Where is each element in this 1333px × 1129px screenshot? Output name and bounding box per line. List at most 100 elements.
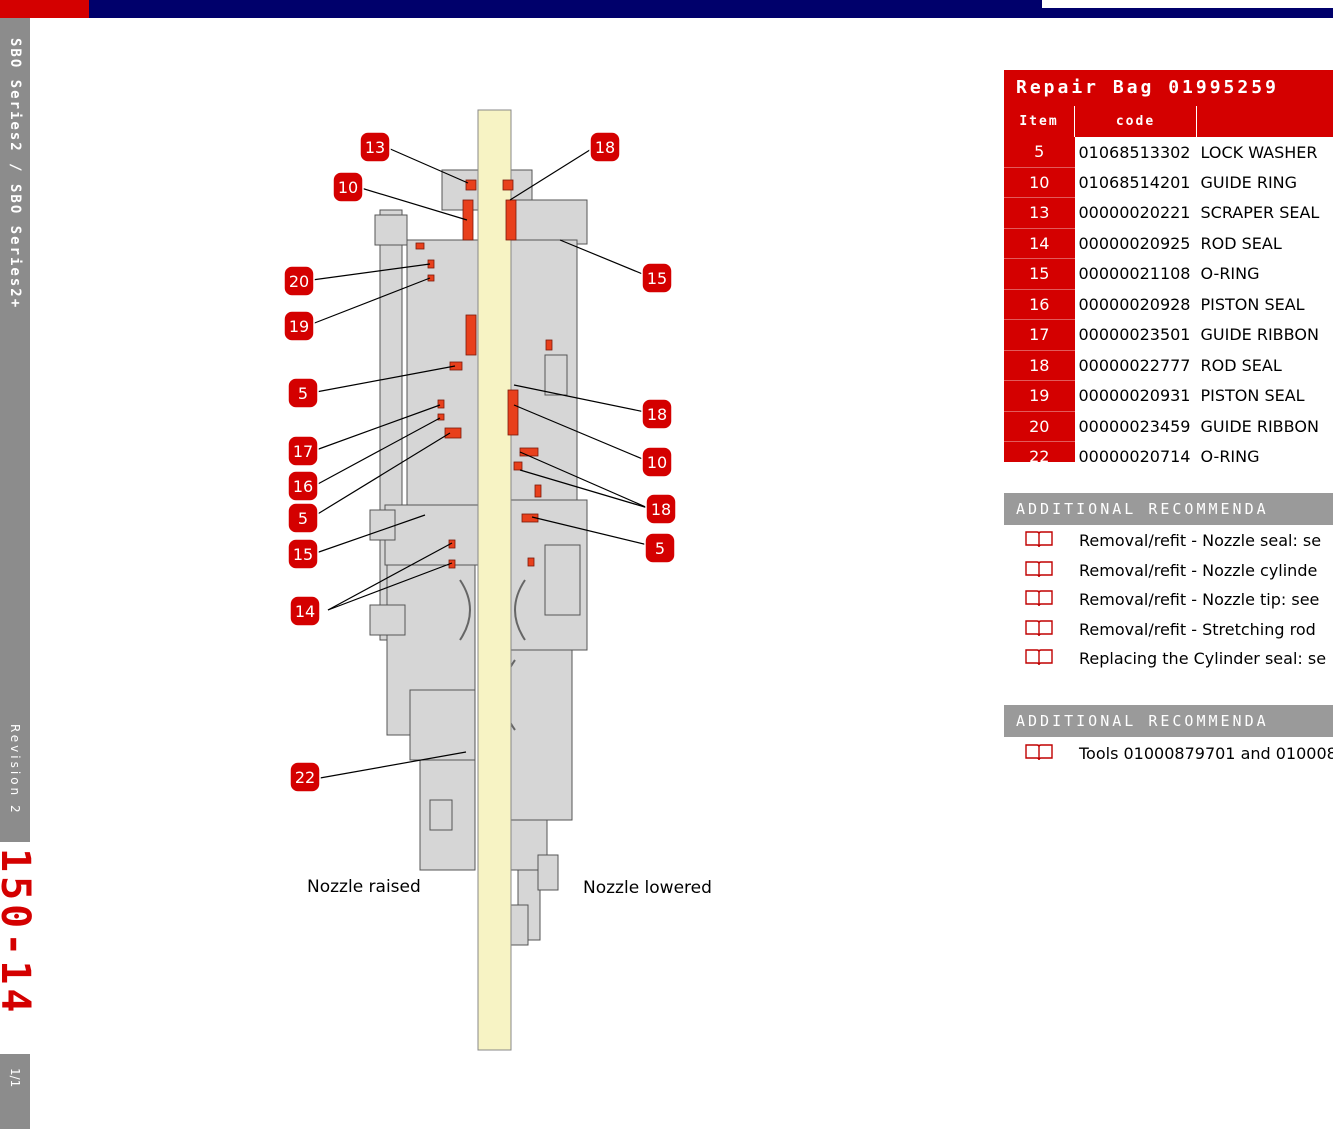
svg-text:5: 5 — [655, 539, 665, 558]
row-desc: PISTON SEAL — [1200, 386, 1305, 406]
callout-18: 18 — [589, 131, 621, 163]
row-desc: GUIDE RIBBON — [1200, 325, 1319, 345]
row-desc: ROD SEAL — [1200, 355, 1282, 375]
series-label: SBO Series2 / SBO Series2+ — [7, 38, 23, 310]
recommendation-text: Removal/refit - Nozzle tip: see — [1079, 590, 1320, 609]
col-description: De — [1196, 106, 1333, 137]
callout-5: 5 — [287, 502, 319, 534]
svg-text:18: 18 — [647, 405, 667, 424]
callout-19: 19 — [283, 310, 315, 342]
row-item: 18 — [1004, 350, 1075, 381]
row-code: 01068514201 — [1078, 172, 1191, 192]
row-item: 15 — [1004, 258, 1075, 290]
svg-text:18: 18 — [651, 500, 671, 519]
row-desc: GUIDE RING — [1200, 172, 1298, 192]
svg-text:19: 19 — [289, 317, 309, 336]
row-desc: SCRAPER SEAL — [1200, 203, 1320, 223]
row-item: 16 — [1004, 289, 1075, 320]
callout-10: 10 — [641, 446, 673, 478]
callout-13: 13 — [359, 131, 391, 163]
recommendation-link[interactable]: Removal/refit - Stretching rod — [1004, 616, 1333, 646]
top-bar-white-block — [1042, 0, 1333, 8]
recommendation-link[interactable]: Tools 01000879701 and 010008 — [1004, 740, 1333, 770]
row-desc: ROD SEAL — [1200, 233, 1282, 253]
row-item: 10 — [1004, 167, 1075, 198]
row-code: 01068513302 — [1078, 142, 1191, 162]
recommendation-link[interactable]: Removal/refit - Nozzle tip: see — [1004, 586, 1333, 616]
callout-5: 5 — [644, 532, 676, 564]
callout-16: 16 — [287, 470, 319, 502]
label-nozzle-raised: Nozzle raised — [307, 877, 421, 897]
repair-bag-title: Repair Bag 01995259 — [1004, 70, 1333, 106]
row-code: 00000020925 — [1078, 233, 1191, 253]
callout-15: 15 — [641, 262, 673, 294]
svg-text:20: 20 — [289, 272, 309, 291]
col-item: Item — [1004, 106, 1075, 137]
svg-text:18: 18 — [595, 138, 615, 157]
stretching-rod — [477, 109, 512, 1051]
callout-15: 15 — [287, 538, 319, 570]
manual-book-icon — [1025, 649, 1053, 666]
svg-text:17: 17 — [293, 442, 313, 461]
recommendation-link[interactable]: Replacing the Cylinder seal: se — [1004, 645, 1333, 675]
svg-text:10: 10 — [647, 453, 667, 472]
row-code: 00000023501 — [1078, 325, 1191, 345]
recommendation-text: Removal/refit - Stretching rod — [1079, 620, 1316, 639]
callout-5: 5 — [287, 377, 319, 409]
row-code: 00000020714 — [1078, 447, 1191, 462]
callout-markers: 13 18 10 15 20 19 5 18 17 16 10 5 18 15 … — [283, 131, 677, 793]
manual-book-icon — [1025, 590, 1053, 607]
callout-10: 10 — [332, 171, 364, 203]
manual-book-icon — [1025, 531, 1053, 548]
callout-14: 14 — [289, 595, 321, 627]
col-code: code — [1074, 106, 1197, 137]
row-desc: LOCK WASHER — [1200, 142, 1318, 162]
page-code: 150-14 — [0, 848, 38, 1017]
nozzle-cross-section-diagram: 13 18 10 15 20 19 5 18 17 16 10 5 18 15 … — [283, 109, 712, 1051]
row-code: 00000020928 — [1078, 294, 1191, 314]
svg-text:5: 5 — [298, 384, 308, 403]
recommendation-text: Removal/refit - Nozzle seal: se — [1079, 531, 1322, 550]
row-item: 19 — [1004, 380, 1075, 412]
row-code: 00000023459 — [1078, 416, 1191, 436]
svg-text:10: 10 — [338, 178, 358, 197]
recommendation-text: Removal/refit - Nozzle cylinde — [1079, 561, 1318, 580]
recommendation-text: Tools 01000879701 and 010008 — [1079, 744, 1333, 763]
svg-text:13: 13 — [365, 138, 385, 157]
row-code: 00000020931 — [1078, 386, 1191, 406]
seals — [415, 179, 553, 569]
recommendation-link[interactable]: Removal/refit - Nozzle seal: se — [1004, 527, 1333, 557]
page-count: 1/1 — [8, 1068, 22, 1088]
row-code: 00000021108 — [1078, 264, 1191, 284]
callout-22: 22 — [289, 761, 321, 793]
manual-book-icon — [1025, 620, 1053, 637]
row-item: 13 — [1004, 197, 1075, 229]
manual-book-icon — [1025, 744, 1053, 761]
callout-18: 18 — [645, 493, 677, 525]
callout-20: 20 — [283, 265, 315, 297]
row-item: 17 — [1004, 319, 1075, 351]
row-code: 00000020221 — [1078, 203, 1191, 223]
row-item: 5 — [1004, 137, 1075, 168]
row-desc: PISTON SEAL — [1200, 294, 1305, 314]
row-code: 00000022777 — [1078, 355, 1191, 375]
svg-text:5: 5 — [298, 509, 308, 528]
recommendation-text: Replacing the Cylinder seal: se — [1079, 649, 1327, 668]
row-item: 22 — [1004, 441, 1075, 462]
manual-book-icon — [1025, 561, 1053, 578]
recommendation-link[interactable]: Removal/refit - Nozzle cylinde — [1004, 557, 1333, 587]
svg-text:22: 22 — [295, 768, 315, 787]
svg-text:14: 14 — [295, 602, 315, 621]
recommendations-heading: ADDITIONAL RECOMMENDA — [1004, 493, 1333, 525]
